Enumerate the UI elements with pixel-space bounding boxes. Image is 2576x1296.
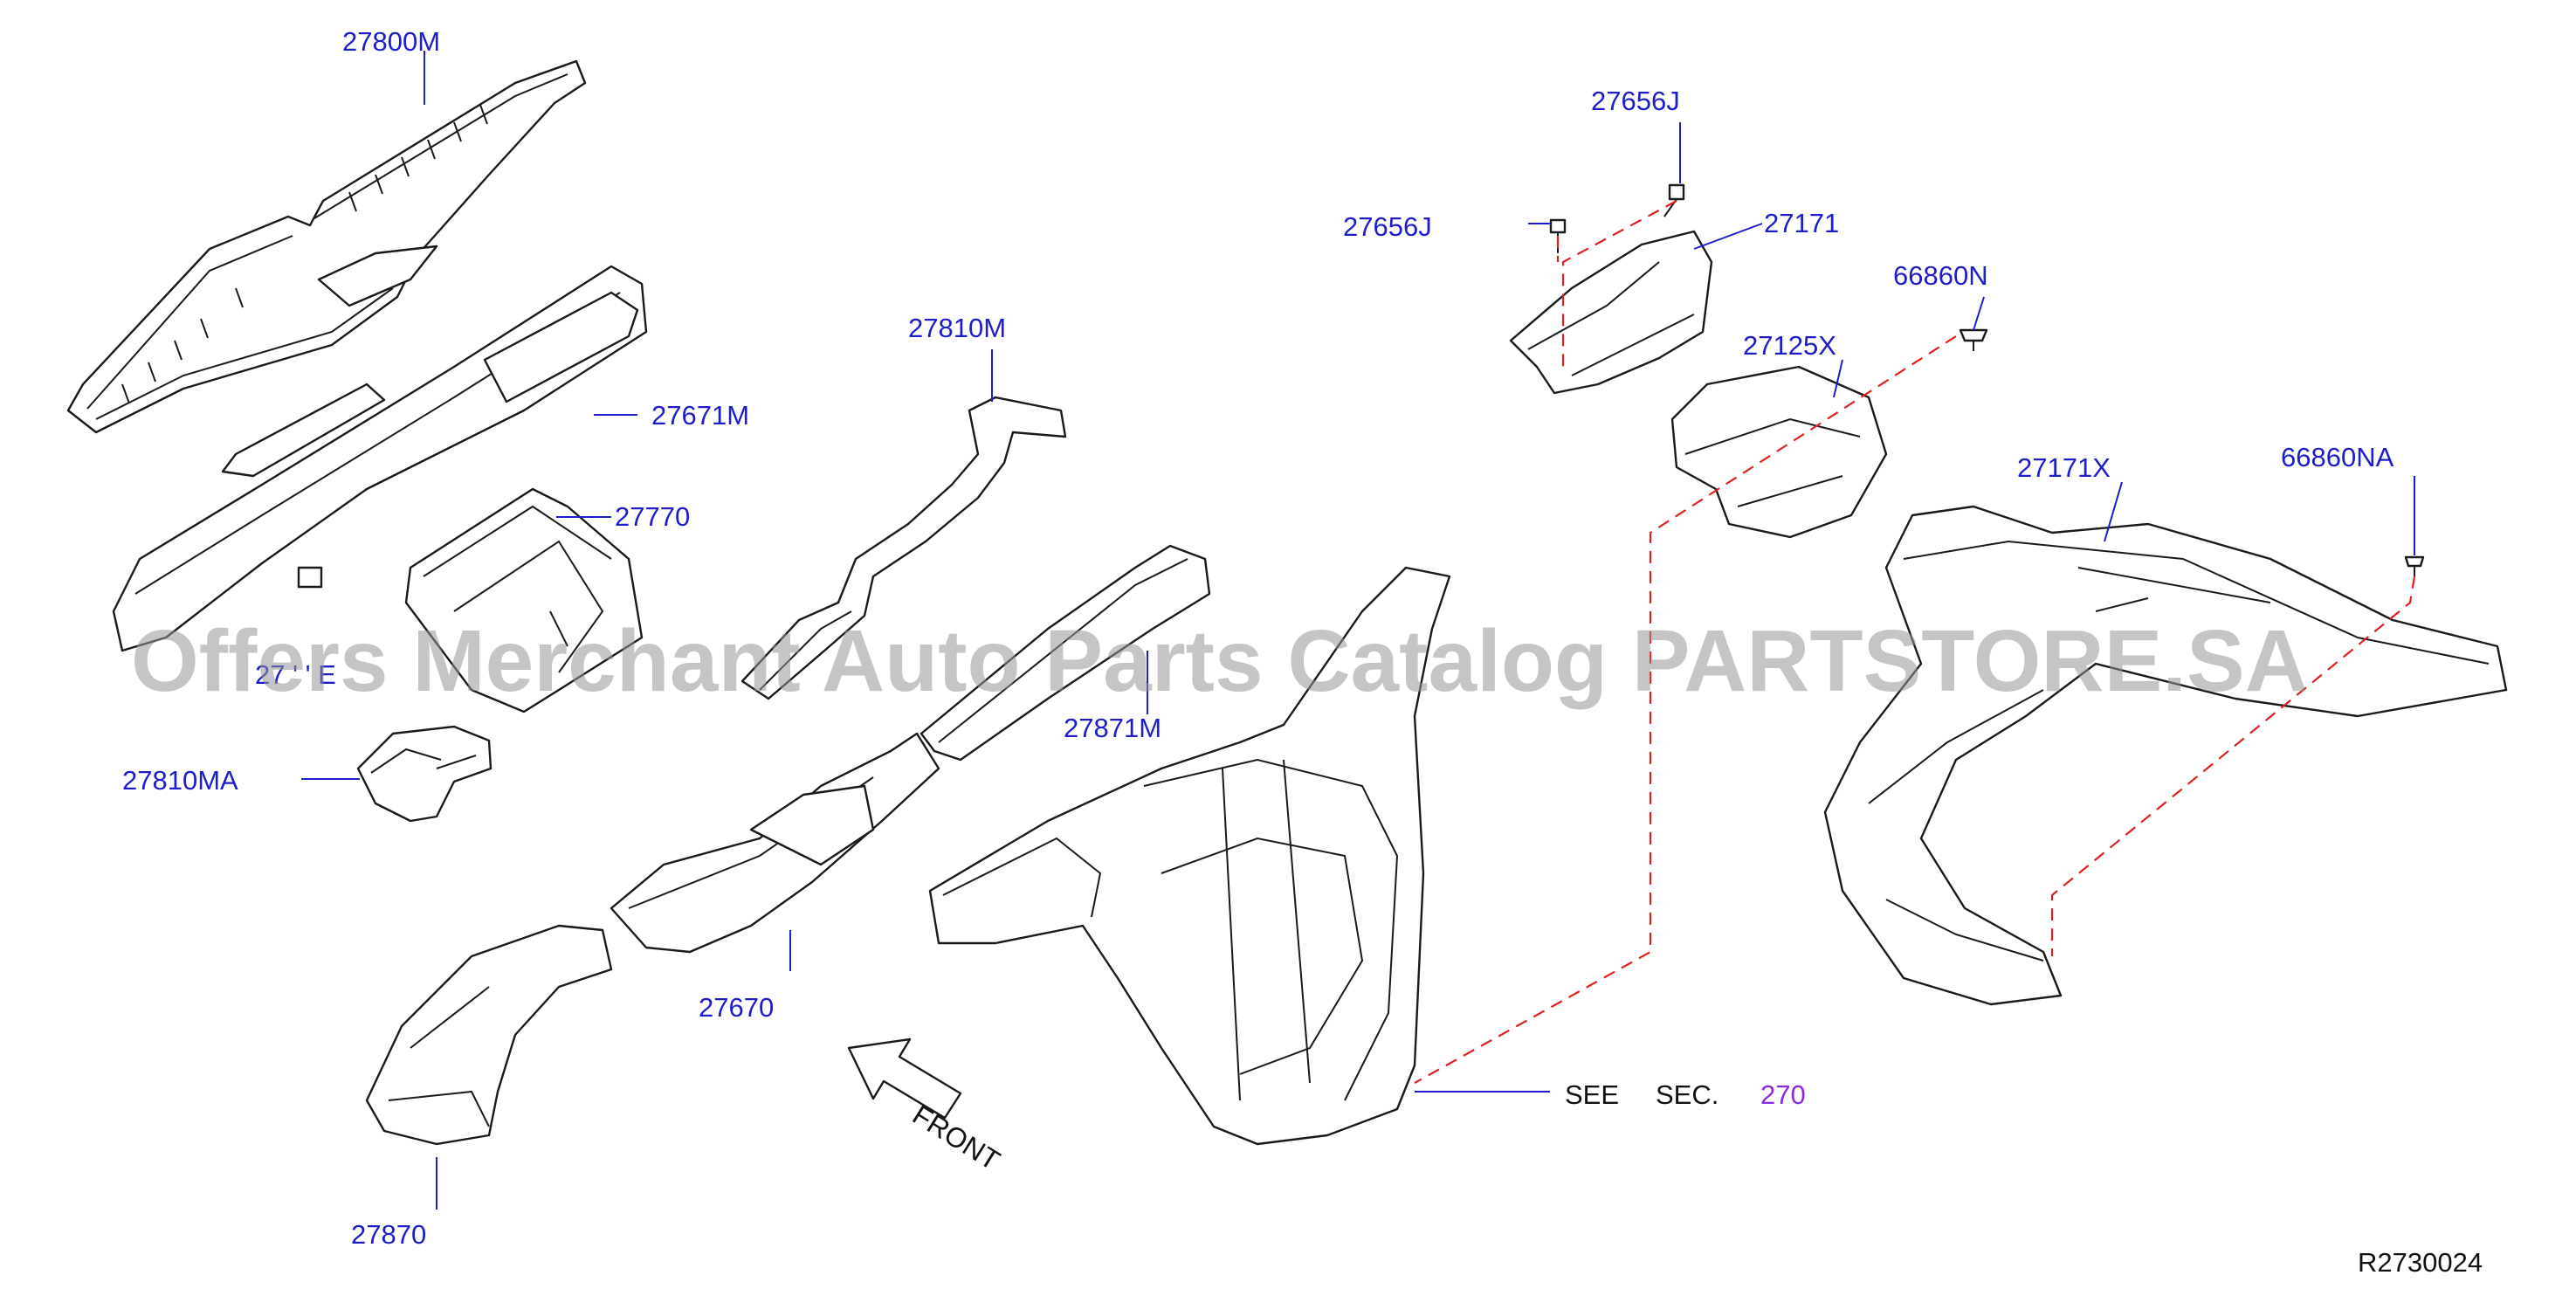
label-27871M[interactable]: 27871M xyxy=(1064,713,1162,743)
watermark: Offers Merchant Auto Parts Catalog PARTS… xyxy=(131,612,2308,710)
part-27671M-duct xyxy=(112,265,648,652)
label-27171X[interactable]: 27171X xyxy=(2017,452,2111,483)
diagram-id: R2730024 xyxy=(2358,1247,2483,1278)
label-27656J-left[interactable]: 27656J xyxy=(1343,211,1432,242)
label-27770[interactable]: 27770 xyxy=(615,501,691,532)
part-66860NA-clip xyxy=(2404,555,2425,576)
part-27870-duct xyxy=(365,924,613,1146)
heater-unit-assembly xyxy=(928,566,1451,1146)
part-27800M-defroster-grille xyxy=(66,59,587,434)
part-27810M-hose xyxy=(740,396,1067,700)
label-27671M[interactable]: 27671M xyxy=(651,400,750,431)
section-270-link[interactable]: 270 xyxy=(1760,1079,1806,1110)
part-27871M-duct xyxy=(920,544,1211,762)
front-arrow-icon xyxy=(847,1037,962,1120)
label-27800M[interactable]: 27800M xyxy=(342,26,441,57)
part-27171X-duct xyxy=(1823,505,2508,1006)
part-27810MA-elbow xyxy=(356,725,492,823)
label-66860N[interactable]: 66860N xyxy=(1893,260,1988,291)
part-27670-duct xyxy=(610,732,940,954)
part-66860N-clip xyxy=(1959,328,1988,351)
sec-text: SEC. xyxy=(1656,1079,1719,1110)
part-27770-duct xyxy=(404,487,644,713)
see-text: SEE xyxy=(1565,1079,1620,1110)
label-27125X[interactable]: 27125X xyxy=(1743,330,1836,361)
label-27810M[interactable]: 27810M xyxy=(908,313,1007,343)
label-27670[interactable]: 27670 xyxy=(699,992,775,1023)
label-27656J-top[interactable]: 27656J xyxy=(1591,86,1680,116)
label-27870[interactable]: 27870 xyxy=(351,1219,427,1250)
label-27810E-partial[interactable]: 27 ' ' E xyxy=(255,659,336,690)
part-27171-bracket xyxy=(1509,230,1713,395)
part-27125X-fan xyxy=(1670,365,1888,539)
label-27810MA[interactable]: 27810MA xyxy=(122,765,238,796)
assembly-dashed-lines xyxy=(1414,200,2416,1084)
label-66860NA[interactable]: 66860NA xyxy=(2281,442,2394,472)
leader-lines xyxy=(301,51,2415,1210)
label-27171[interactable]: 27171 xyxy=(1764,208,1840,238)
